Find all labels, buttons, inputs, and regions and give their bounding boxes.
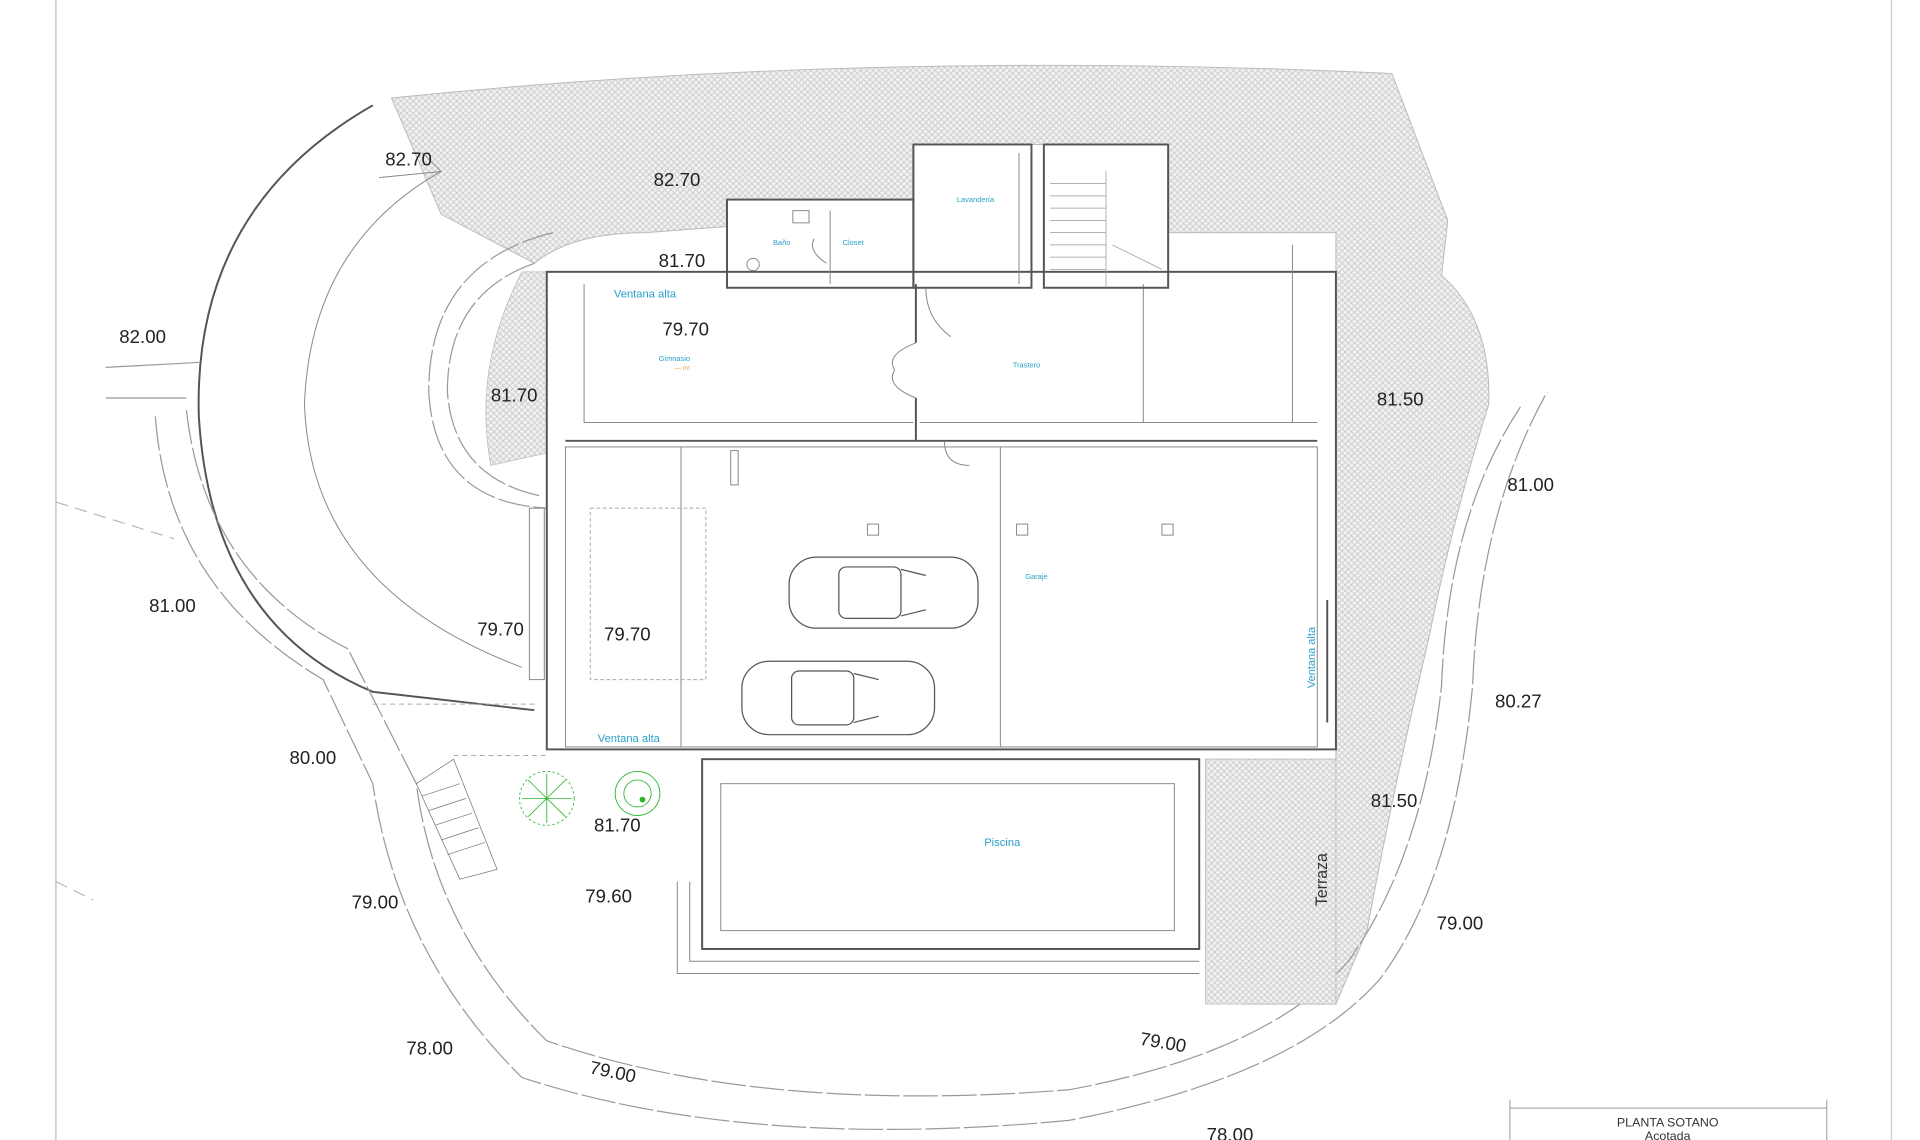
elevation-label: 82.70 [654, 169, 701, 190]
elevation-label: 79.70 [604, 624, 651, 645]
room-area: — m² [675, 365, 690, 372]
window-label: Ventana alta [614, 289, 677, 301]
elevation-label: 79.60 [585, 886, 632, 907]
plan-title: PLANTA SOTANO [1617, 1116, 1719, 1130]
room-label-terrace: Terraza [1313, 853, 1331, 906]
skylight [1161, 523, 1174, 536]
room-label-storage: Trastero [1013, 360, 1040, 369]
laundry-block [912, 143, 1033, 289]
plan-subtitle: Acotada [1645, 1129, 1691, 1140]
driveway-outer-arc [197, 104, 535, 712]
bath-door [811, 238, 827, 264]
skylight [866, 523, 880, 536]
toilet [746, 257, 760, 272]
path-dashed [372, 703, 547, 756]
skylight [1016, 523, 1029, 536]
laundry-door [925, 287, 951, 338]
room-label-closet: Closet [843, 238, 864, 247]
elevation-label: 82.00 [119, 326, 166, 347]
stair-steps [1050, 171, 1163, 288]
exterior-stairs [415, 758, 498, 880]
elevation-label: 79.00 [352, 892, 399, 913]
elevation-label: 81.70 [659, 250, 706, 271]
room-label-garage: Garaje [1025, 572, 1047, 581]
car-icon [788, 556, 979, 629]
stone-wall-left [154, 391, 1548, 1131]
elevation-label: 81.00 [149, 595, 196, 616]
entrance-steps [528, 507, 545, 681]
property-line-left [55, 501, 175, 901]
driveway-inner-arc [303, 171, 523, 668]
pool-steps [676, 881, 1200, 974]
garage-inner [564, 446, 1318, 748]
tree-icon [519, 771, 575, 826]
elevation-label: 81.50 [1377, 388, 1424, 409]
elevation-label: 79.00 [1138, 1028, 1188, 1057]
elevation-label: 81.70 [594, 815, 641, 836]
window-label: Ventana alta [1306, 626, 1318, 688]
sink [792, 210, 810, 224]
elevation-label: 80.27 [1495, 691, 1542, 712]
terrace-hatch [1205, 758, 1337, 1005]
elevation-label: 79.00 [1437, 913, 1484, 934]
garage-column [730, 450, 739, 486]
room-label-bath: Baño [773, 238, 790, 247]
room-label-pool: Piscina [984, 837, 1021, 849]
stone-wall-inner-curve-b [428, 232, 554, 509]
stone-wall-top-left [105, 361, 199, 399]
driveway-arrow [378, 152, 443, 179]
elevation-label: 78.00 [406, 1037, 453, 1058]
building-outer-wall [545, 270, 1337, 751]
elevation-label: 81.50 [1371, 790, 1418, 811]
window-label: Ventana alta [598, 733, 661, 745]
terrain-hatch-left [485, 271, 548, 466]
title-block: PLANTA SOTANO Acotada [1509, 1099, 1828, 1140]
elevation-label: 82.70 [385, 148, 432, 169]
bath-block [725, 198, 915, 289]
garage-door-arc [943, 440, 970, 466]
elevation-label: 81.00 [1507, 474, 1554, 495]
car-icon [741, 660, 936, 736]
ramp-dashed [589, 507, 707, 681]
elevation-label: 80.00 [290, 747, 337, 768]
room-label-gym: Gimnasio [659, 354, 690, 363]
tree-icon [614, 771, 661, 816]
pool-outer [701, 758, 1201, 950]
stone-wall-inner-curve [446, 262, 541, 497]
elevation-label: 79.00 [588, 1057, 638, 1087]
elevation-label: 79.70 [662, 319, 709, 340]
pool-water [720, 783, 1175, 932]
elevation-label: 81.70 [491, 385, 538, 406]
elevation-label: 79.70 [477, 619, 524, 640]
room-label-laundry: Lavandería [957, 195, 995, 204]
gym-double-door [891, 342, 917, 399]
elevation-label: 78.00 [1207, 1124, 1254, 1140]
